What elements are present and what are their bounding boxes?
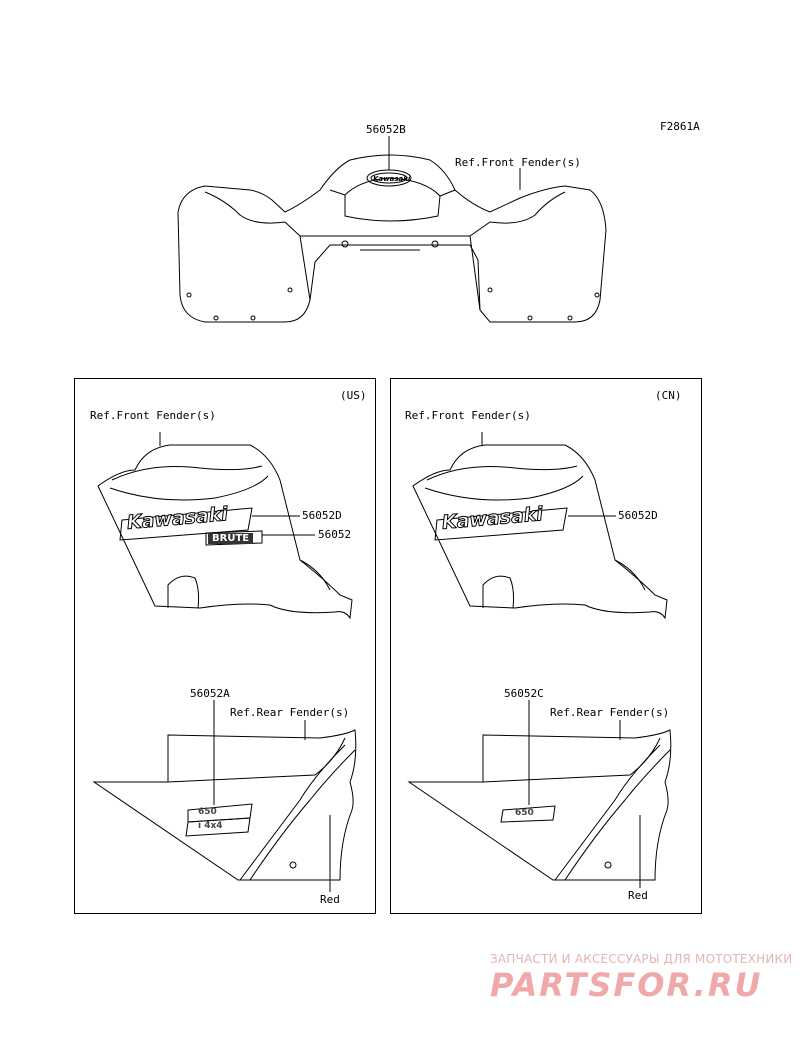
us-part-56052d: 56052D: [302, 509, 342, 522]
cn-rear-fender: [407, 700, 672, 888]
cn-650-badge-outline: [500, 805, 556, 823]
watermark-tagline: ЗАПЧАСТИ И АКСЕССУАРЫ ДЛЯ МОТОТЕХНИКИ: [490, 952, 793, 966]
cn-650-badge-text: 650: [515, 808, 534, 818]
cn-ref-rear-fender: Ref.Rear Fender(s): [550, 706, 670, 719]
cn-rear-part-number: 56052C: [504, 687, 544, 700]
cn-kawasaki-logo-outline: [434, 507, 568, 541]
cn-ref-front-fender: Ref.Front Fender(s): [405, 409, 531, 422]
watermark-site: PARTSFOR.RU: [490, 966, 763, 1004]
cn-part-56052d: 56052D: [618, 509, 658, 522]
cn-front-fender: [412, 432, 668, 620]
figure-code: F2861A: [660, 120, 700, 133]
panel-cn: [390, 378, 702, 914]
us-650-badge-text: 650: [198, 807, 217, 817]
top-part-number: 56052B: [366, 123, 406, 136]
us-kawasaki-logo-outline: [119, 507, 253, 541]
panel-us: [74, 378, 376, 914]
us-part-56052: 56052: [318, 528, 352, 541]
us-ref-front-fender: Ref.Front Fender(s): [90, 409, 216, 422]
us-ref-rear-fender: Ref.Rear Fender(s): [230, 706, 350, 719]
us-rear-fender: [92, 700, 357, 892]
us-4x4-badge-outline: [185, 817, 251, 837]
cn-color-note: Red: [628, 889, 648, 902]
us-front-fender: [97, 432, 353, 620]
us-brute-badge-outline: [205, 530, 263, 546]
top-emblem-text: Kawasaki: [373, 175, 411, 183]
us-color-note: Red: [320, 893, 340, 906]
us-brute-badge: BRUTE: [208, 533, 254, 544]
top-front-fender: [177, 136, 607, 323]
top-ref-front-fender: Ref.Front Fender(s): [455, 156, 581, 169]
us-rear-part-number: 56052A: [190, 687, 230, 700]
cn-region-label: (CN): [655, 389, 682, 402]
us-region-label: (US): [340, 389, 367, 402]
us-4x4-badge-text: i 4x4: [198, 821, 223, 831]
